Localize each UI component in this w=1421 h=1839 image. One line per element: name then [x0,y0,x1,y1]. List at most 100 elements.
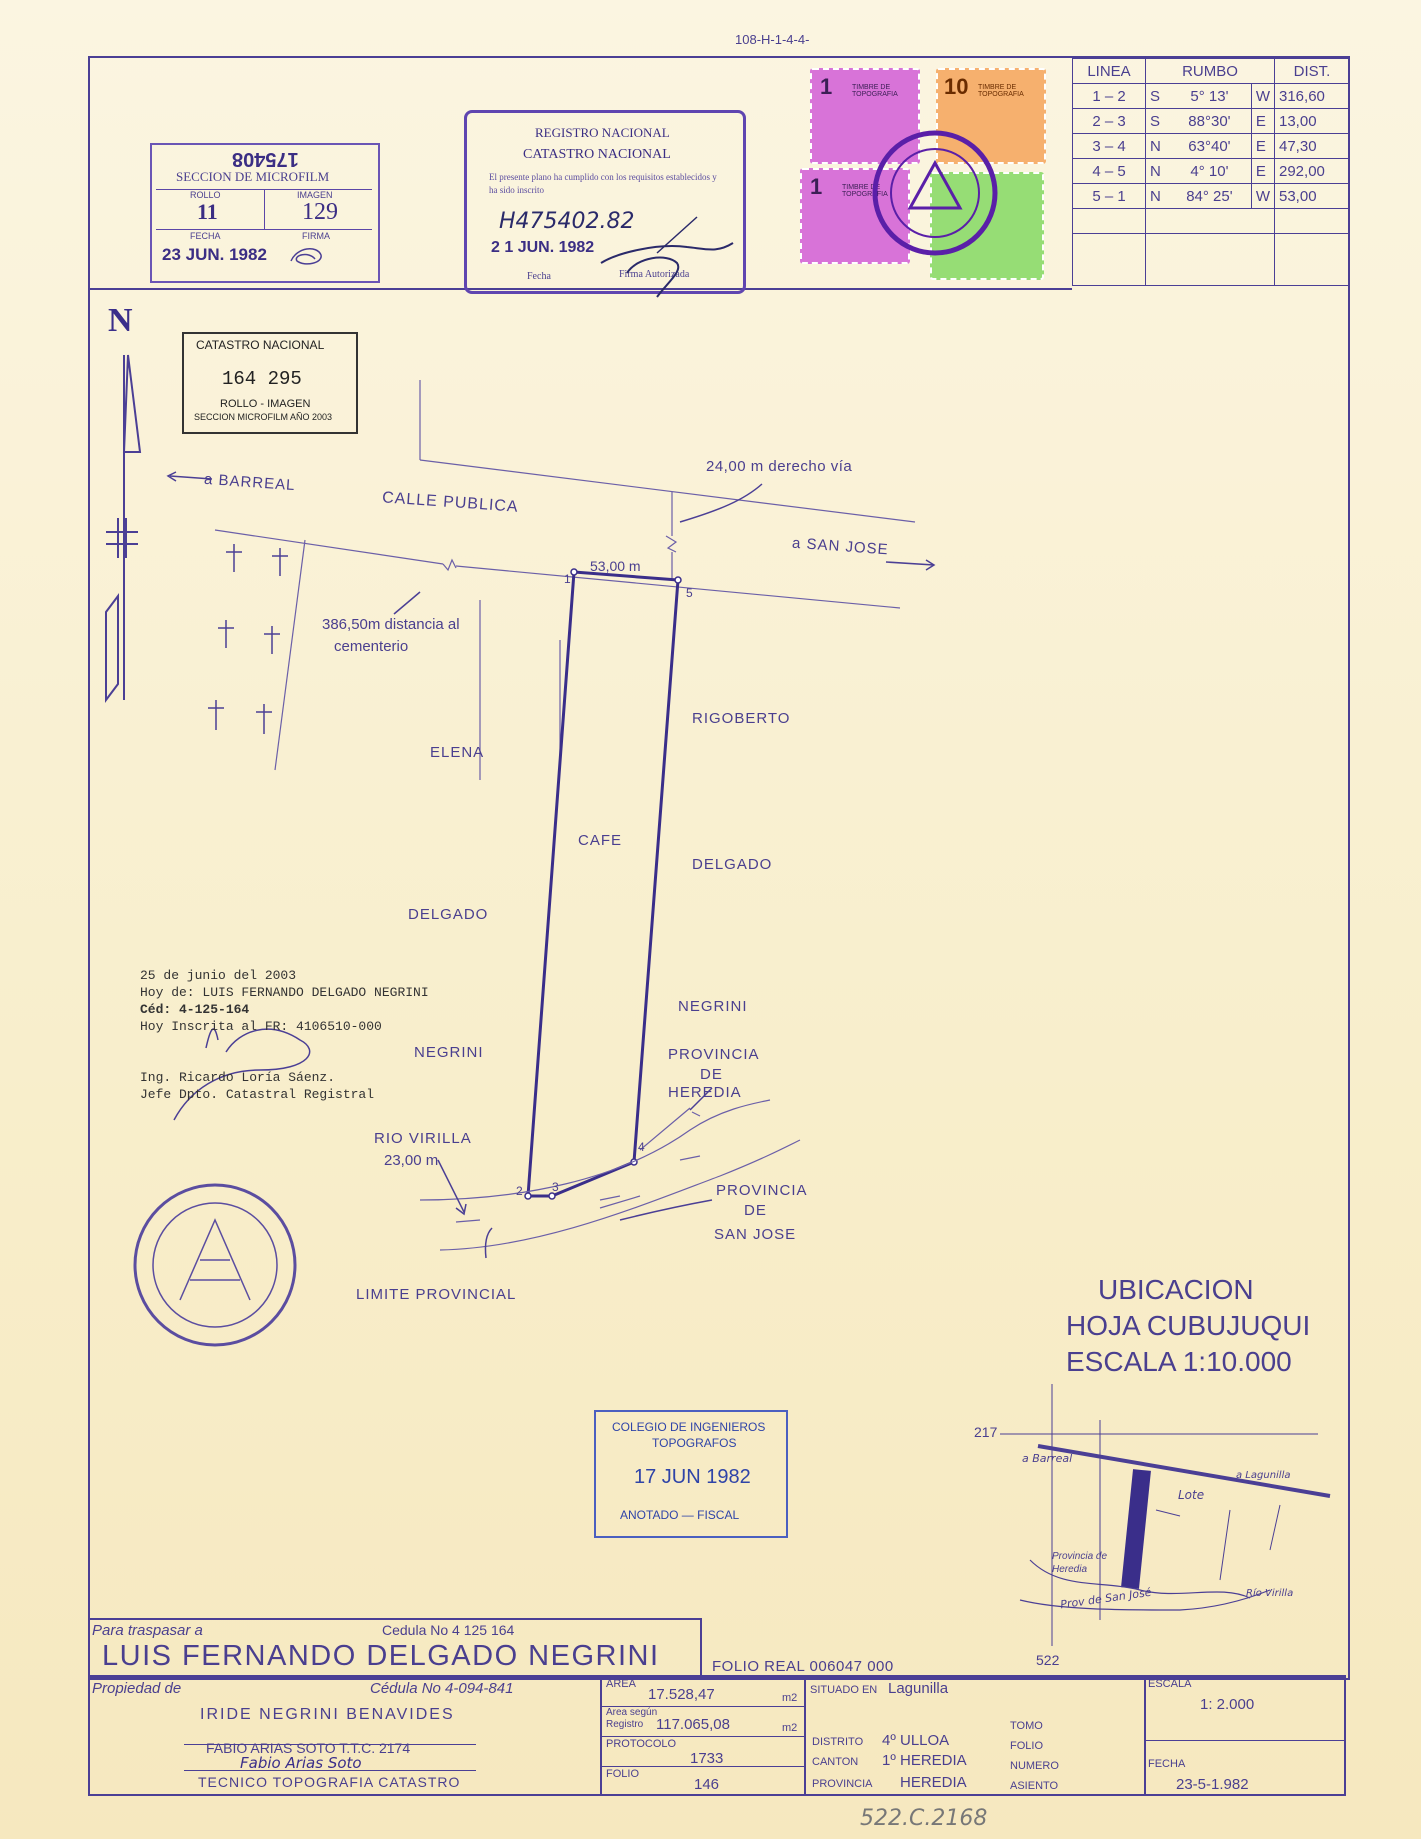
vertex-5: 5 [686,586,693,600]
prov-sj-label-3: SAN JOSE [714,1226,797,1243]
dir2-cell: W [1250,183,1276,209]
vertex-2: 2 [516,1184,523,1198]
area-seg-label-2: Registro [606,1719,644,1730]
timbre-1-top: 1 TIMBRE DE TOPOGRAFIA [810,68,920,164]
distrito-label: DISTRITO [812,1736,864,1748]
rollo-label: ROLLO [190,190,221,200]
folio-value: 146 [694,1776,720,1793]
registro-date: 2 1 JUN. 1982 [491,239,595,256]
catastro-number: 164 295 [222,368,302,390]
registro-body: El presente plano ha cumplido con los re… [489,172,717,195]
doc-code: 108-H-1-4-4- [735,32,810,47]
delgado-left-label: DELGADO [408,906,489,923]
limite-label: LIMITE PROVINCIAL [356,1286,517,1303]
ubicacion-escala: ESCALA 1:10.000 [1066,1346,1292,1377]
note-line-5: Ing. Ricardo Loría Sáenz. [140,1070,336,1085]
timbre-label: TIMBRE DE TOPOGRAFIA [852,84,898,98]
angle-cell: 88°30' [1168,108,1252,134]
escala-label: ESCALA [1148,1678,1192,1690]
fecha-label: FECHA [1148,1758,1186,1770]
dist-cell: 53,00 [1274,183,1350,209]
canton-value: 1º HEREDIA [882,1752,967,1769]
vertex-1: 1 [564,572,571,586]
asiento-label: ASIENTO [1010,1780,1059,1792]
tecnico-firma: Fabio Arias Soto [240,1754,362,1772]
dir2-cell: E [1250,133,1276,159]
registro-stamp: REGISTRO NACIONAL CATASTRO NACIONAL El p… [464,110,746,298]
ubicacion-prov-heredia: Provincia de Heredia [1052,1551,1108,1575]
vertex-3: 3 [552,1180,559,1194]
area-label: AREA [606,1678,636,1690]
catastro-box: CATASTRO NACIONAL 164 295 ROLLO - IMAGEN… [182,332,358,434]
ubicacion-217: 217 [974,1424,998,1440]
note-line-3: Céd: 4-125-164 [140,1002,250,1017]
lote-polygon [526,570,680,1198]
tomo-label: TOMO [1010,1720,1043,1732]
folio-real: FOLIO REAL 006047 000 [712,1658,894,1675]
ubicacion-lote: Lote [1178,1488,1205,1502]
timbre-value: 1 [810,174,823,199]
negrini-right-label: NEGRINI [678,998,748,1015]
bottom-code: 522.C.2168 [860,1806,988,1831]
numero-label: NUMERO [1010,1760,1059,1772]
catastro-title: CATASTRO NACIONAL [196,338,325,352]
prov-heredia-label-1: PROVINCIA [668,1046,760,1063]
ubicacion-title: UBICACION [1098,1274,1254,1305]
area-seg-label-1: Area según [606,1707,658,1718]
ubicacion-rio: Río Virilla [1246,1588,1294,1599]
ubicacion-hoja: HOJA CUBUJUQUI [1066,1310,1311,1341]
dist-cell: 292,00 [1274,158,1350,184]
seal-icon [133,1183,297,1347]
header-divider [88,288,1072,290]
rio-label-1: RIO VIRILLA [374,1130,472,1147]
propietario: IRIDE NEGRINI BENAVIDES [200,1706,455,1723]
escala-value: 1: 2.000 [1200,1696,1255,1713]
registro-number: H475402.82 [499,209,635,234]
propiedad-cedula: Cédula No 4-094-841 [370,1680,514,1697]
dir2-cell: W [1250,83,1276,109]
situado-label: SITUADO EN [810,1684,878,1696]
dist-cell: 316,60 [1274,83,1350,109]
linea-cell: 1 – 2 [1072,83,1146,109]
linea-cell: 5 – 1 [1072,183,1146,209]
registro-signature [600,216,734,298]
microfilm-signature [290,248,322,265]
ubicacion-barreal: a Barreal [1022,1452,1073,1465]
cementerio-label-2: cementerio [334,638,409,655]
folio-label: FOLIO [606,1768,640,1780]
rigoberto-label: RIGOBERTO [692,710,791,727]
note-line-4: Hoy Inscrita al FR: 4106510-000 [140,1019,382,1034]
registro-firma-label: Firma Autorizada [619,269,690,280]
ubicacion-522: 522 [1036,1652,1060,1668]
imagen-value: 129 [302,199,338,225]
colegio-line1: COLEGIO DE INGENIEROS [612,1420,766,1434]
canton-label: CANTON [812,1756,859,1768]
area-unit: m2 [782,1692,798,1704]
linea-cell: 3 – 4 [1072,133,1146,159]
timbre-value: 10 [944,74,969,99]
imagen-label: IMAGEN [297,190,333,200]
registro-fecha-label: Fecha [527,271,551,282]
rollo-value: 11 [197,199,218,224]
note-line-1: 25 de junio del 2003 [140,968,297,983]
registro-line1: REGISTRO NACIONAL [535,125,670,140]
angle-cell: 84° 25' [1168,183,1252,209]
rio-label-2: 23,00 m [384,1152,439,1169]
colegio-stamp: COLEGIO DE INGENIEROS TOPOGRAFOS 17 JUN … [594,1410,788,1538]
provincia-value: HEREDIA [900,1774,967,1791]
vertex-4: 4 [638,1140,645,1154]
traspaso-box [88,1618,702,1678]
note-signature [173,1028,311,1121]
note-line-6: Jefe Dpto. Catastral Registral [140,1087,375,1102]
direccion-catastro-seal [872,130,998,256]
cafe-label: CAFE [578,832,623,849]
microfilm-title: SECCION DE MICROFILM [176,169,330,184]
timbre-label: TIMBRE DE TOPOGRAFIA [842,184,888,198]
outer-frame [88,56,1350,1680]
prov-heredia-label-2: DE [700,1066,723,1083]
rumbo-empty-row [1072,208,1350,234]
